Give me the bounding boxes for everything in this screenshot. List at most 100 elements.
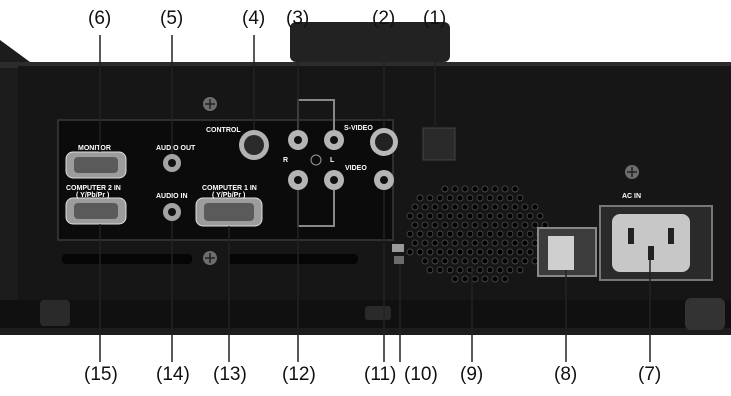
grille-hole xyxy=(471,221,479,229)
grille-hole xyxy=(451,221,459,229)
grille-hole xyxy=(501,221,509,229)
grille-hole xyxy=(521,257,529,265)
callout-13: (13) xyxy=(213,364,247,385)
grille-hole xyxy=(411,221,419,229)
grille-hole xyxy=(436,230,444,238)
computer1-sub-label: ( Y/Pb/Pr ) xyxy=(212,192,245,199)
grille-hole xyxy=(451,203,459,211)
grille-hole xyxy=(406,230,414,238)
grille-hole xyxy=(416,212,424,220)
grille-hole xyxy=(441,221,449,229)
grille-hole xyxy=(426,248,434,256)
grille-hole xyxy=(441,257,449,265)
r-label: R xyxy=(283,157,288,164)
speaker-grille xyxy=(406,185,549,283)
grille-hole xyxy=(461,239,469,247)
grille-hole xyxy=(446,230,454,238)
grille-hole xyxy=(486,266,494,274)
grille-hole xyxy=(491,239,499,247)
grille-hole xyxy=(481,275,489,283)
grille-hole xyxy=(491,185,499,193)
grille-hole xyxy=(536,212,544,220)
screw-bottom xyxy=(203,251,217,265)
grille-hole xyxy=(446,248,454,256)
grille-hole xyxy=(506,230,514,238)
grille-hole xyxy=(421,257,429,265)
grille-hole xyxy=(461,203,469,211)
control-port xyxy=(239,130,269,160)
audio-in-jack xyxy=(163,203,181,221)
left-foot xyxy=(40,300,70,326)
grille-hole xyxy=(461,275,469,283)
grille-hole xyxy=(511,239,519,247)
grille-hole xyxy=(476,212,484,220)
right-foot xyxy=(685,298,725,330)
grille-hole xyxy=(456,212,464,220)
grille-hole xyxy=(461,221,469,229)
security-slot xyxy=(392,244,404,264)
grille-hole xyxy=(451,185,459,193)
screw-top xyxy=(203,97,217,111)
grille-hole xyxy=(526,248,534,256)
grille-hole xyxy=(406,212,414,220)
callout-1: (1) xyxy=(423,8,447,29)
grille-hole xyxy=(481,221,489,229)
grille-hole xyxy=(486,248,494,256)
callout-3: (3) xyxy=(286,8,310,29)
grille-hole xyxy=(476,230,484,238)
callout-6: (6) xyxy=(88,8,112,29)
grille-hole xyxy=(426,194,434,202)
computer1-label: COMPUTER 1 IN xyxy=(202,185,257,192)
vent-slots xyxy=(62,254,358,264)
grille-hole xyxy=(426,266,434,274)
grille-hole xyxy=(431,203,439,211)
grille-hole xyxy=(456,194,464,202)
grille-hole xyxy=(496,248,504,256)
grille-hole xyxy=(516,266,524,274)
grille-hole xyxy=(471,257,479,265)
video-label: VIDEO xyxy=(345,165,367,172)
grille-hole xyxy=(461,257,469,265)
grille-hole xyxy=(516,248,524,256)
grille-hole xyxy=(486,212,494,220)
callout-2: (2) xyxy=(372,8,396,29)
computer2-sub-label: ( Y/Pb/Pr ) xyxy=(76,192,109,199)
grille-hole xyxy=(521,239,529,247)
power-switch xyxy=(537,227,597,277)
grille-hole xyxy=(491,203,499,211)
grille-hole xyxy=(486,230,494,238)
callout-12: (12) xyxy=(282,364,316,385)
grille-hole xyxy=(471,239,479,247)
callout-5: (5) xyxy=(160,8,184,29)
grille-hole xyxy=(431,239,439,247)
monitor-port xyxy=(65,151,127,179)
s-video-port xyxy=(370,128,398,156)
grille-hole xyxy=(501,257,509,265)
callout-15: (15) xyxy=(84,364,118,385)
grille-hole xyxy=(511,203,519,211)
grille-hole xyxy=(501,239,509,247)
grille-hole xyxy=(511,221,519,229)
grille-hole xyxy=(501,203,509,211)
grille-hole xyxy=(451,257,459,265)
video-jacks-upper xyxy=(288,99,344,150)
grille-hole xyxy=(466,194,474,202)
grille-hole xyxy=(411,203,419,211)
grille-hole xyxy=(476,194,484,202)
grille-hole xyxy=(426,212,434,220)
video-in-jack xyxy=(374,170,394,190)
callout-10: (10) xyxy=(404,364,438,385)
leader-lines xyxy=(99,35,651,362)
screw-ac xyxy=(625,165,639,179)
grille-hole xyxy=(466,230,474,238)
computer2-label: COMPUTER 2 IN xyxy=(66,185,121,192)
grille-hole xyxy=(466,212,474,220)
center-foot xyxy=(365,306,391,320)
s-video-label: S-VIDEO xyxy=(344,125,373,132)
callout-4: (4) xyxy=(242,8,266,29)
grille-hole xyxy=(496,194,504,202)
grille-hole xyxy=(521,221,529,229)
body-top-edge xyxy=(0,62,731,68)
grille-hole xyxy=(436,266,444,274)
